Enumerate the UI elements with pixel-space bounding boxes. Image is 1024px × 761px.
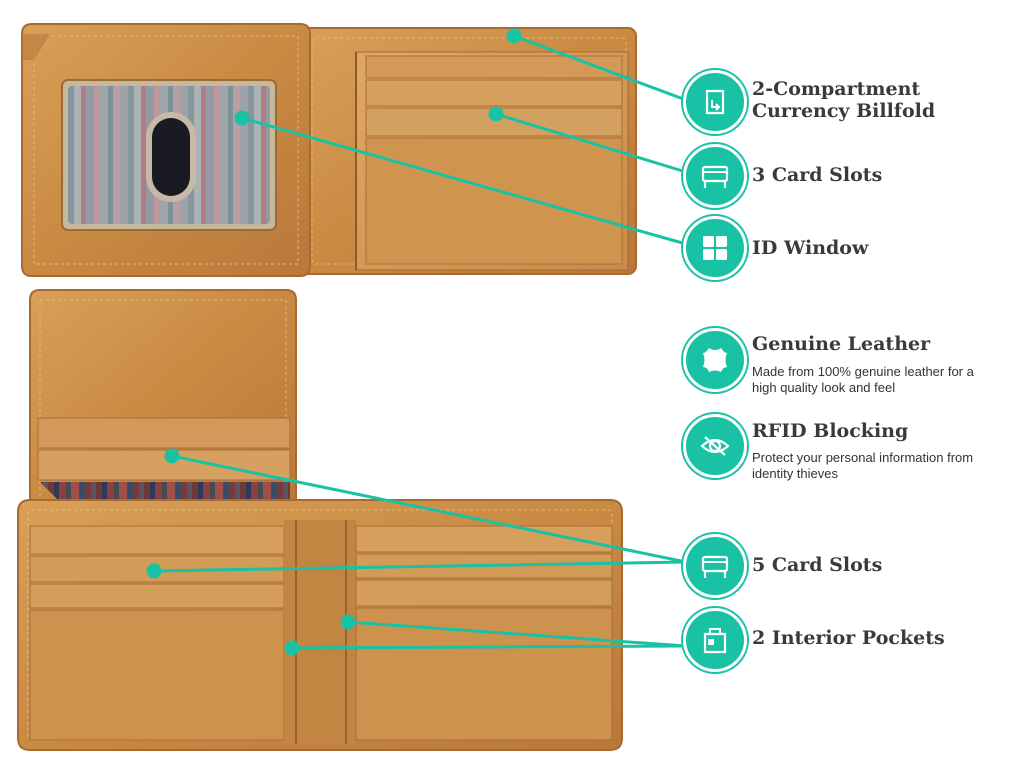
eye-shield-icon: [683, 414, 747, 478]
feature-title-pockets: 2 Interior Pockets: [752, 627, 945, 649]
card-slots-icon: [683, 534, 747, 598]
card-slots-icon: [683, 144, 747, 208]
leather-hide-icon: [683, 328, 747, 392]
feature-desc-rfid: Protect your personal information from i…: [752, 450, 974, 481]
top-wallet: [21, 23, 637, 277]
bottom-wallet: [17, 289, 623, 751]
pocket-icon: [683, 608, 747, 672]
feature-title-idwindow: ID Window: [752, 237, 869, 259]
feature-title-billfold: 2-Compartment Currency Billfold: [752, 78, 936, 122]
feature-title-card5: 5 Card Slots: [752, 554, 883, 576]
id-window-icon: [683, 216, 747, 280]
feature-title-rfid: RFID Blocking: [752, 420, 909, 442]
billfold-icon: [683, 70, 747, 134]
callout-lines: [146, 28, 687, 656]
feature-desc-leather: Made from 100% genuine leather for a hig…: [752, 364, 974, 395]
feature-title-leather: Genuine Leather: [752, 333, 931, 355]
feature-title-card3: 3 Card Slots: [752, 164, 883, 186]
